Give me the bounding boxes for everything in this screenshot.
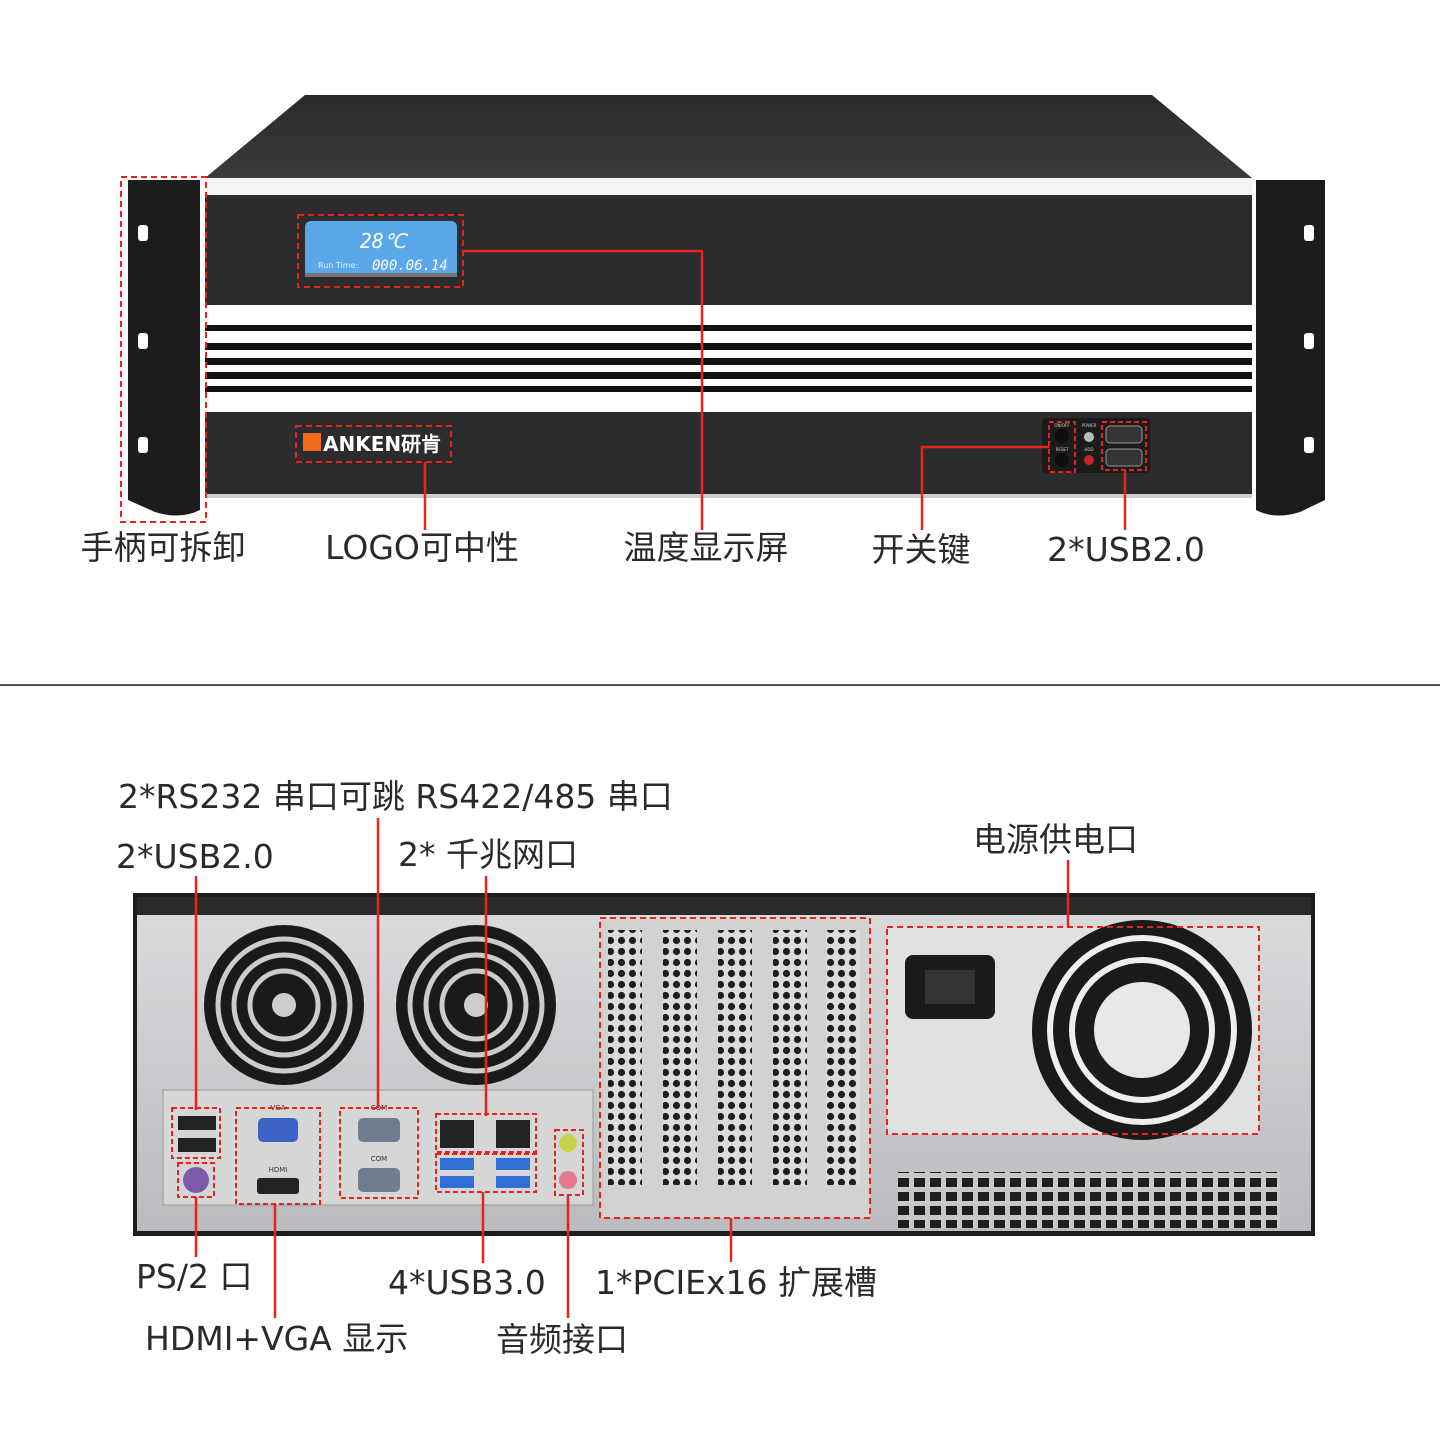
label-hdmi-vga: HDMI+VGA 显示: [145, 1319, 409, 1358]
left-rack-handle: [128, 180, 200, 516]
label-rear-usb2: 2*USB2.0: [116, 837, 274, 876]
rear-vent-grille: [898, 1172, 1280, 1228]
label-temperature-display: 温度显示屏: [623, 528, 789, 567]
audio-mic-jack: [559, 1171, 577, 1189]
front-chassis: 28℃ Run Time: 000.06.14 ANKEN研肯 ON/OFF R…: [120, 95, 1325, 530]
rear-callout-lines: [194, 818, 1070, 1318]
vga-port: [258, 1118, 298, 1142]
usb3-port: [496, 1158, 530, 1170]
label-front-usb: 2*USB2.0: [1047, 530, 1205, 569]
front-usb-port: [1105, 448, 1143, 467]
front-callout-lines: [423, 249, 1127, 530]
lan-port: [440, 1120, 474, 1148]
lan-port: [496, 1120, 530, 1148]
svg-text:000.06.14: 000.06.14: [372, 258, 448, 274]
svg-text:ON/OFF: ON/OFF: [1054, 423, 1070, 428]
svg-text:POWER: POWER: [1082, 423, 1097, 428]
svg-text:RESET: RESET: [1056, 447, 1069, 452]
reset-button[interactable]: [1055, 453, 1069, 467]
hdd-led: [1084, 455, 1094, 465]
label-lan-ports: 2* 千兆网口: [398, 835, 578, 874]
front-usb-port: [1105, 425, 1143, 444]
svg-text:HDD: HDD: [1084, 447, 1093, 452]
label-serial-ports: 2*RS232 串口可跳 RS422/485 串口: [118, 777, 673, 816]
label-ps2: PS/2 口: [136, 1257, 253, 1296]
rear-usb2-port: [178, 1138, 216, 1152]
power-led: [1084, 432, 1094, 442]
brand-logo: ANKEN研肯: [303, 432, 441, 456]
svg-text:ANKEN研肯: ANKEN研肯: [323, 432, 441, 456]
front-control-panel: ON/OFF RESET POWER HDD: [1042, 418, 1150, 473]
usb3-port: [440, 1158, 474, 1170]
ps2-port: [183, 1167, 209, 1193]
label-power-switch: 开关键: [871, 530, 971, 569]
power-supply: [886, 920, 1260, 1140]
audio-line-jack: [559, 1134, 577, 1152]
hdmi-port: [257, 1178, 299, 1194]
label-handle: 手柄可拆卸: [80, 528, 246, 567]
svg-text:Run Time:: Run Time:: [318, 261, 358, 270]
label-power-supply: 电源供电口: [973, 820, 1138, 859]
usb3-port: [496, 1176, 530, 1188]
label-audio: 音频接口: [496, 1320, 628, 1359]
com-port: [358, 1118, 400, 1142]
rear-usb2-port: [178, 1116, 216, 1130]
front-vent-stripes: [205, 305, 1252, 412]
svg-text:28℃: 28℃: [360, 229, 409, 253]
usb3-port: [440, 1176, 474, 1188]
rear-fan-right: [396, 925, 556, 1085]
rear-fan-left: [204, 925, 364, 1085]
svg-text:HDMI: HDMI: [269, 1166, 288, 1174]
chassis-top: [205, 95, 1252, 178]
label-logo: LOGO可中性: [325, 528, 519, 567]
svg-text:COM: COM: [371, 1155, 387, 1163]
label-pcie: 1*PCIEx16 扩展槽: [595, 1263, 878, 1302]
label-usb3: 4*USB3.0: [388, 1263, 546, 1302]
right-rack-handle: [1256, 180, 1325, 516]
rear-chassis: VGA HDMI COM COM: [133, 818, 1315, 1318]
io-shield: VGA HDMI COM COM: [162, 1089, 594, 1206]
temperature-lcd: 28℃ Run Time: 000.06.14: [305, 221, 457, 277]
pcie-expansion-slots: [599, 917, 871, 1219]
handle-highlight: [120, 176, 207, 523]
power-button[interactable]: [1055, 429, 1069, 443]
com-port: [358, 1168, 400, 1192]
